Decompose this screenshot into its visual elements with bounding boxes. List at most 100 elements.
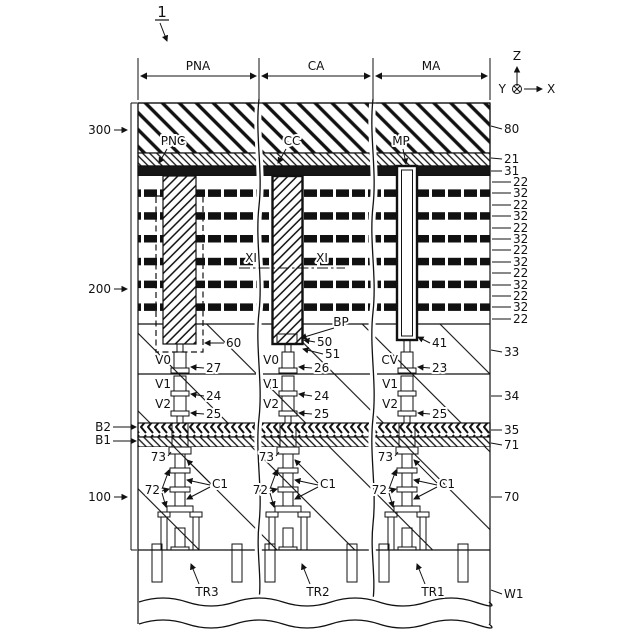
stack-label-2: 22 [513, 198, 528, 212]
label-41: 41 [432, 336, 447, 350]
label-v1-ca: V1 [263, 377, 279, 391]
labels-column-ma: CV 23 V1 V2 25 73 72 C1 TR1 [370, 351, 457, 601]
label-300: 300 [88, 123, 111, 137]
upper-structure-labels: PNC CC MP [158, 132, 412, 165]
label-23: 23 [432, 361, 447, 375]
label-v1-ma: V1 [382, 377, 398, 391]
stack-layer-labels: 22 32 22 32 22 32 22 32 22 32 22 32 22 [492, 175, 528, 326]
layer-stack-background [137, 102, 491, 551]
label-24-ca: 24 [314, 389, 329, 403]
sti-bars [151, 543, 469, 583]
axis-x-label: X [547, 82, 555, 96]
label-25-pna: 25 [206, 407, 221, 421]
layer-70 [138, 447, 490, 550]
right-reference-labels: 80 21 31 33 34 35 71 70 W1 [490, 122, 524, 601]
label-72-ma: 72 [372, 483, 387, 497]
label-b2: B2 [95, 420, 111, 434]
label-73-ma: 73 [378, 450, 393, 464]
stack-label-9: 32 [513, 278, 528, 292]
region-label-ca: CA [308, 59, 325, 73]
axis-z-label: Z [513, 49, 521, 63]
region-label-ma: MA [422, 59, 441, 73]
stack-label-10: 22 [513, 289, 528, 303]
label-tr3: TR3 [194, 585, 218, 599]
pillar-ca [271, 174, 304, 346]
figure-number-arrow [159, 22, 169, 42]
label-v2-ma: V2 [382, 397, 398, 411]
layer-35-b2 [137, 422, 491, 438]
wordline-rows [138, 189, 490, 311]
label-tr2: TR2 [305, 585, 329, 599]
label-c1-ma: C1 [439, 477, 455, 491]
label-v1-pna: V1 [155, 377, 171, 391]
label-80: 80 [504, 122, 519, 136]
label-100: 100 [88, 490, 111, 504]
label-70: 70 [504, 490, 519, 504]
pillars [155, 164, 419, 353]
label-mp: MP [392, 134, 410, 148]
label-51: 51 [325, 347, 340, 361]
figure-number: 1 [157, 3, 167, 21]
label-pnc: PNC [161, 134, 186, 148]
pillar-ma-outer [395, 164, 419, 342]
figure-borders [137, 102, 491, 624]
label-200: 200 [88, 282, 111, 296]
label-50: 50 [317, 335, 332, 349]
break-lines [135, 95, 496, 629]
wavy-boundary-pna-ca [257, 98, 261, 601]
wavy-break-bottom-2 [138, 619, 493, 629]
layer-80 [137, 102, 491, 154]
label-tr1: TR1 [420, 585, 444, 599]
stack-label-1: 32 [513, 186, 528, 200]
label-31: 31 [504, 164, 519, 178]
left-reference-labels: 300 200 100 B2 B1 [88, 102, 137, 551]
label-27: 27 [206, 361, 221, 375]
stack-label-5: 32 [513, 232, 528, 246]
label-25-ma: 25 [432, 407, 447, 421]
label-c1-ca: C1 [320, 477, 336, 491]
label-v2-pna: V2 [155, 397, 171, 411]
label-33: 33 [504, 345, 519, 359]
stack-label-3: 32 [513, 209, 528, 223]
stack-label-12: 22 [513, 312, 528, 326]
label-73-pna: 73 [151, 450, 166, 464]
label-72-pna: 72 [145, 483, 160, 497]
y-axis-into-page-icon [512, 84, 522, 94]
pillar-ma-core [401, 169, 413, 337]
label-71: 71 [504, 438, 519, 452]
label-v0-ca: V0 [263, 353, 279, 367]
label-b1: B1 [95, 433, 111, 447]
labels-column-ca: V0 26 V1 24 V2 25 73 72 C1 TR2 [251, 351, 338, 601]
label-73-ca: 73 [259, 450, 274, 464]
label-35: 35 [504, 423, 519, 437]
wavy-boundary-ca-ma [371, 98, 375, 601]
label-c1-pna: C1 [212, 477, 228, 491]
stack-label-11: 32 [513, 300, 528, 314]
stack-label-0: 22 [513, 175, 528, 189]
label-v0-pna: V0 [155, 353, 171, 367]
label-60: 60 [226, 336, 241, 350]
layer-31 [137, 165, 491, 177]
label-26: 26 [314, 361, 329, 375]
layer-21 [137, 152, 491, 167]
pillar-pna [162, 175, 197, 345]
label-25-ca: 25 [314, 407, 329, 421]
stack-region [138, 176, 490, 324]
via-column-ca [265, 343, 311, 551]
label-24-pna: 24 [206, 389, 221, 403]
label-cc: CC [284, 134, 301, 148]
label-bp: BP [333, 315, 348, 329]
label-34: 34 [504, 389, 519, 403]
label-w1: W1 [504, 587, 524, 601]
stack-label-7: 32 [513, 255, 528, 269]
region-dimensions: PNA CA MA [137, 58, 491, 100]
label-cv: CV [381, 353, 398, 367]
label-xi-left: XI [245, 251, 257, 265]
labels-column-pna: V0 27 V1 24 V2 25 73 72 C1 TR3 [143, 351, 230, 601]
region-label-pna: PNA [186, 59, 211, 73]
label-21: 21 [504, 152, 519, 166]
wavy-break-bottom-1 [138, 597, 493, 607]
stack-label-4: 22 [513, 221, 528, 235]
label-72-ca: 72 [253, 483, 268, 497]
